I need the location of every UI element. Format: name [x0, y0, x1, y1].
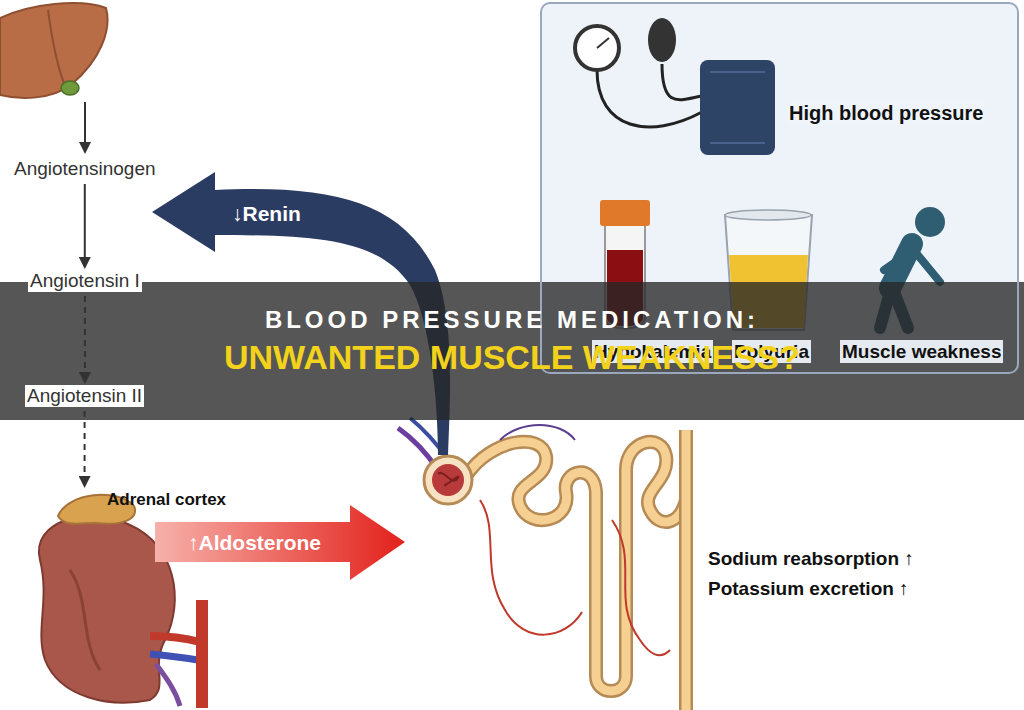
- title: BLOOD PRESSURE MEDICATION: UNWANTED MUSC…: [187, 296, 837, 378]
- pathway-arrow: [84, 411, 86, 486]
- organ-name: Adrenal cortex: [107, 490, 226, 510]
- aldosterone-arrow: [155, 505, 405, 580]
- molecule-name: Angiotensin I: [28, 270, 142, 292]
- molecule-label-box: Angiotensinogen: [9, 157, 161, 181]
- molecule-name: Angiotensinogen: [12, 158, 158, 180]
- molecule-name: Angiotensin II: [25, 385, 144, 407]
- symptom-name: Muscle weakness: [840, 340, 1003, 363]
- effect-label: Potassium excretion ↑: [706, 577, 911, 600]
- effect-label: Sodium reabsorption ↑: [706, 547, 916, 570]
- hormone-label: ↓Renin: [232, 201, 301, 226]
- liver-illustration: [0, 3, 108, 98]
- pathway-arrow: [84, 296, 86, 382]
- pathway-arrow: [84, 184, 86, 267]
- blood-pressure-cuff: [575, 18, 775, 155]
- molecule-label-box: Angiotensin I: [25, 269, 145, 293]
- symptom-name: High blood pressure: [787, 102, 985, 125]
- nephron-illustration: [398, 418, 686, 710]
- molecule-label-box: Angiotensin II: [22, 384, 147, 408]
- hormone-label: ↑Aldosterone: [188, 530, 321, 555]
- adrenal-kidney-region: Adrenal cortex: [15, 488, 245, 705]
- liver-arrow: [84, 102, 86, 152]
